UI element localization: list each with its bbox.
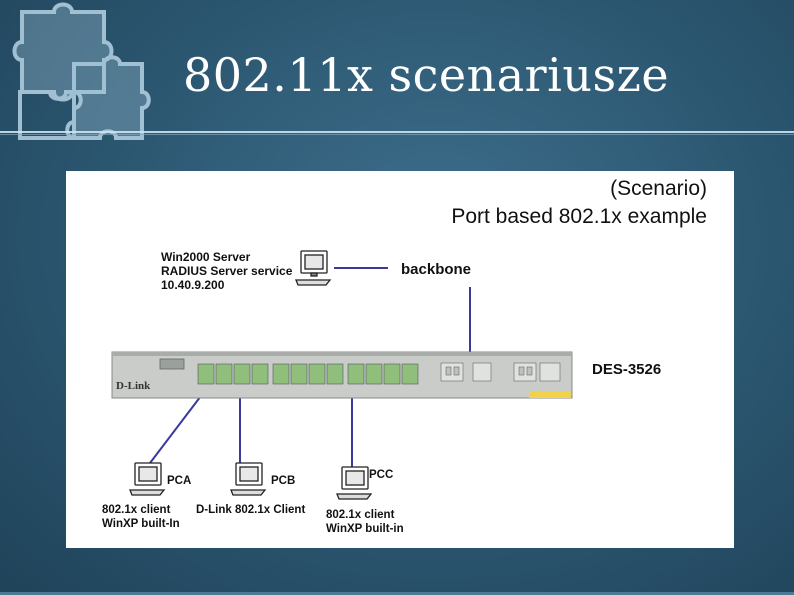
switch-brand: D-Link <box>116 380 151 392</box>
switch-device <box>111 351 573 399</box>
puzzle-icon <box>12 2 151 140</box>
pcb-computer-icon <box>230 462 267 496</box>
pca-computer-icon <box>129 462 166 496</box>
server-computer-icon <box>295 250 332 286</box>
diagram-heading: (Scenario) <box>610 177 707 200</box>
diagram-subheading: Port based 802.1x example <box>451 205 707 228</box>
network-diagram: (Scenario) Port based 802.1x example Win… <box>66 171 734 548</box>
server-ip: 10.40.9.200 <box>161 278 225 292</box>
pcc-caption-line1: 802.1x client <box>326 509 395 521</box>
pca-label: PCA <box>167 475 192 487</box>
server-name: Win2000 Server <box>161 250 251 264</box>
title-divider-shadow <box>0 134 794 135</box>
pcc-computer-icon <box>336 466 373 500</box>
server-service: RADIUS Server service <box>161 264 293 278</box>
pca-link <box>149 387 208 464</box>
pcc-caption-line2: WinXP built-in <box>326 523 404 535</box>
pca-caption-line2: WinXP built-In <box>102 518 180 530</box>
diagram-graphics: D-Link <box>111 250 573 500</box>
footer-band <box>0 592 794 595</box>
pcc-label: PCC <box>369 469 394 481</box>
switch-model-label: DES-3526 <box>592 361 662 378</box>
slide-title: 802.11x scenariusze <box>183 48 670 102</box>
pcb-caption: D-Link 802.1x Client <box>196 504 306 516</box>
title-divider <box>0 131 794 133</box>
pca-caption-line1: 802.1x client <box>102 504 171 516</box>
pcb-label: PCB <box>271 475 296 487</box>
backbone-label: backbone <box>401 261 472 278</box>
